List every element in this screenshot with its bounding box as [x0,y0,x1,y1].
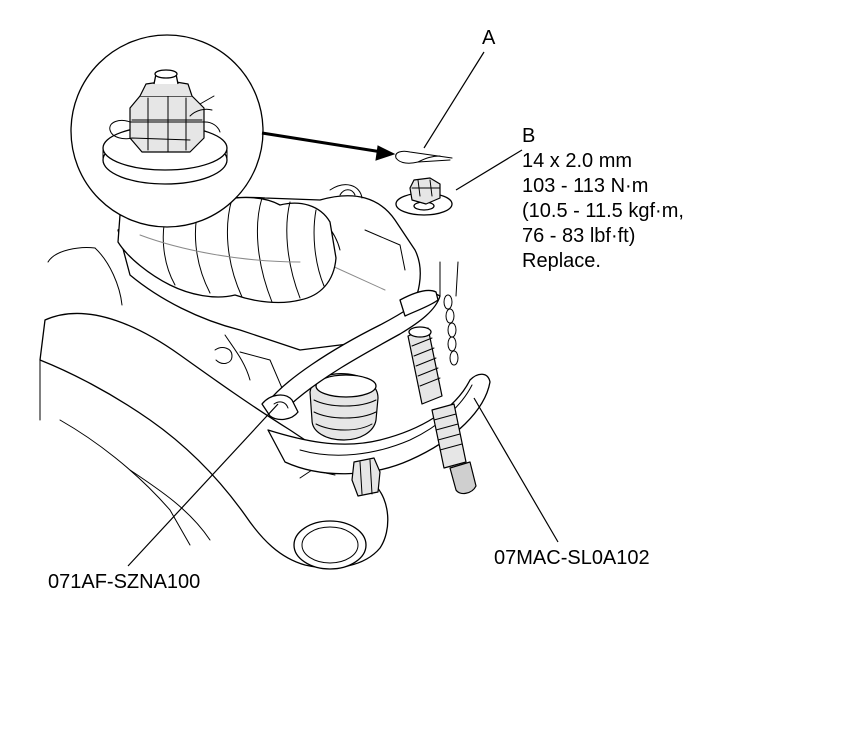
spec-torque-nm: 103 - 113 N·m [522,175,649,197]
safety-chain [439,261,459,366]
inset-pointer-arrow [261,131,396,161]
spec-thread-size: 14 x 2.0 mm [522,150,633,172]
leader-lines [127,51,559,567]
leader-tool-1 [127,403,279,567]
tool-label-07mac: 07MAC-SL0A102 [494,547,650,569]
tool-ball-joint-remover [261,289,491,497]
detail-inset [70,34,264,228]
spec-replace-note: Replace. [522,250,601,272]
callout-a-label: A [482,27,496,49]
tool-label-071af: 071AF-SZNA100 [48,571,201,593]
callout-b-label: B [522,125,536,147]
ball-joint [309,373,379,441]
spec-torque-lbfft: 76 - 83 lbf·ft) [522,225,636,247]
spec-torque-kgfm: (10.5 - 11.5 kgf·m, [522,200,684,222]
lower-control-arm [39,247,389,570]
tool-threaded-adapter [407,326,477,495]
cotter-pin-a [395,150,453,164]
leader-tool-2 [473,397,559,543]
leader-a [423,51,485,149]
leader-b [455,149,523,191]
castle-nut-b [395,177,453,216]
